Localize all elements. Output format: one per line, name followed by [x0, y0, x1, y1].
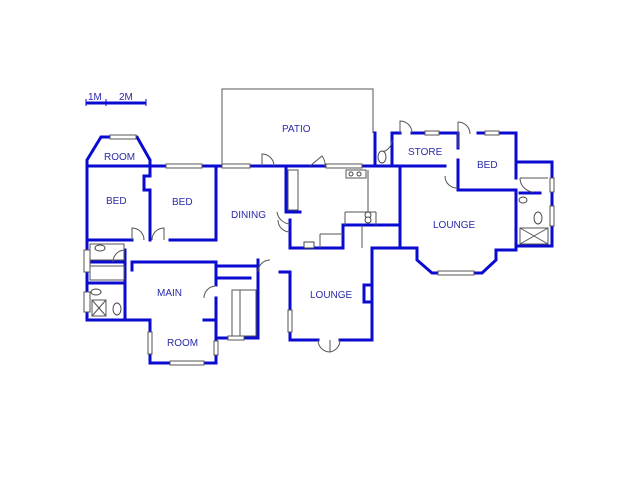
- room-label-patio: PATIO: [282, 124, 311, 135]
- doors: [112, 120, 548, 353]
- scale-bar: 1M 2M: [85, 92, 147, 106]
- room-labels: PATIO ROOM STORE BED BED BED DINING LOUN…: [104, 124, 498, 349]
- scale-label-1m: 1M: [88, 92, 102, 103]
- room-label-bed-right: BED: [477, 160, 498, 171]
- room-label-bed-mid: BED: [172, 197, 193, 208]
- fixtures: [89, 169, 549, 337]
- walls: [85, 131, 554, 365]
- scale-label-2m: 2M: [119, 92, 133, 103]
- room-label-lounge-right: LOUNGE: [433, 220, 476, 231]
- windows: [83, 130, 555, 366]
- room-label-bed-left: BED: [106, 196, 127, 207]
- sanitary-fittings: [90, 150, 543, 316]
- room-label-store: STORE: [408, 147, 443, 158]
- room-label-room-bottom: ROOM: [167, 338, 198, 349]
- room-label-dining: DINING: [231, 210, 266, 221]
- patio-outline: [221, 88, 374, 165]
- room-label-room-top: ROOM: [104, 152, 135, 163]
- room-label-main: MAIN: [157, 288, 182, 299]
- room-label-lounge-center: LOUNGE: [310, 290, 353, 301]
